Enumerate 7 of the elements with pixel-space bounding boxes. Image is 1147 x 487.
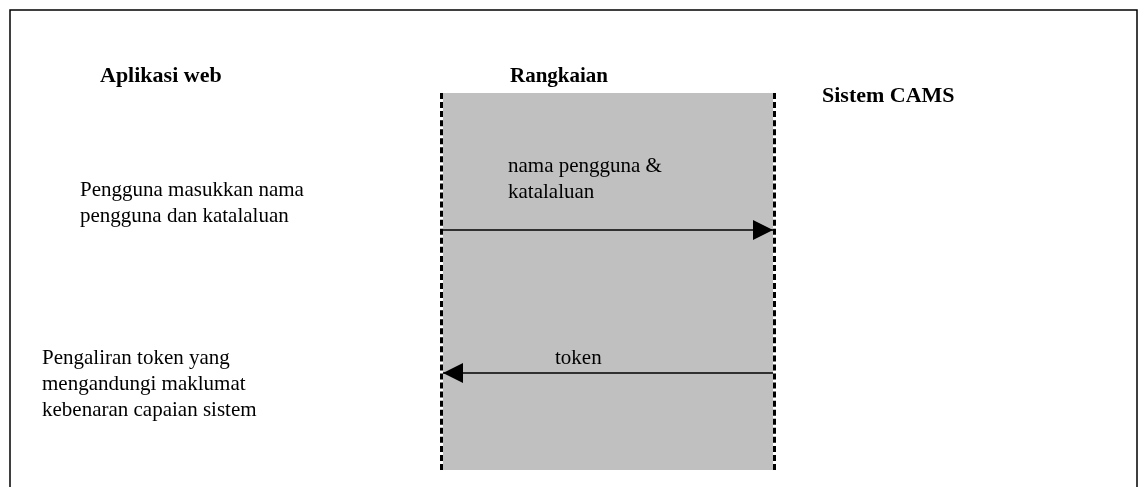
step-description: Pengaliran token yang mengandungi maklumat kebenaran capaian sistem: [42, 344, 258, 422]
column-heading: Rangkaian: [510, 62, 610, 88]
step-description: Pengguna masukkan nama pengguna dan katalaluan: [80, 176, 305, 228]
column-heading: Aplikasi web: [100, 62, 222, 88]
arrow: [442, 220, 774, 240]
arrow: [442, 363, 774, 383]
column-heading: Sistem CAMS: [822, 82, 955, 108]
